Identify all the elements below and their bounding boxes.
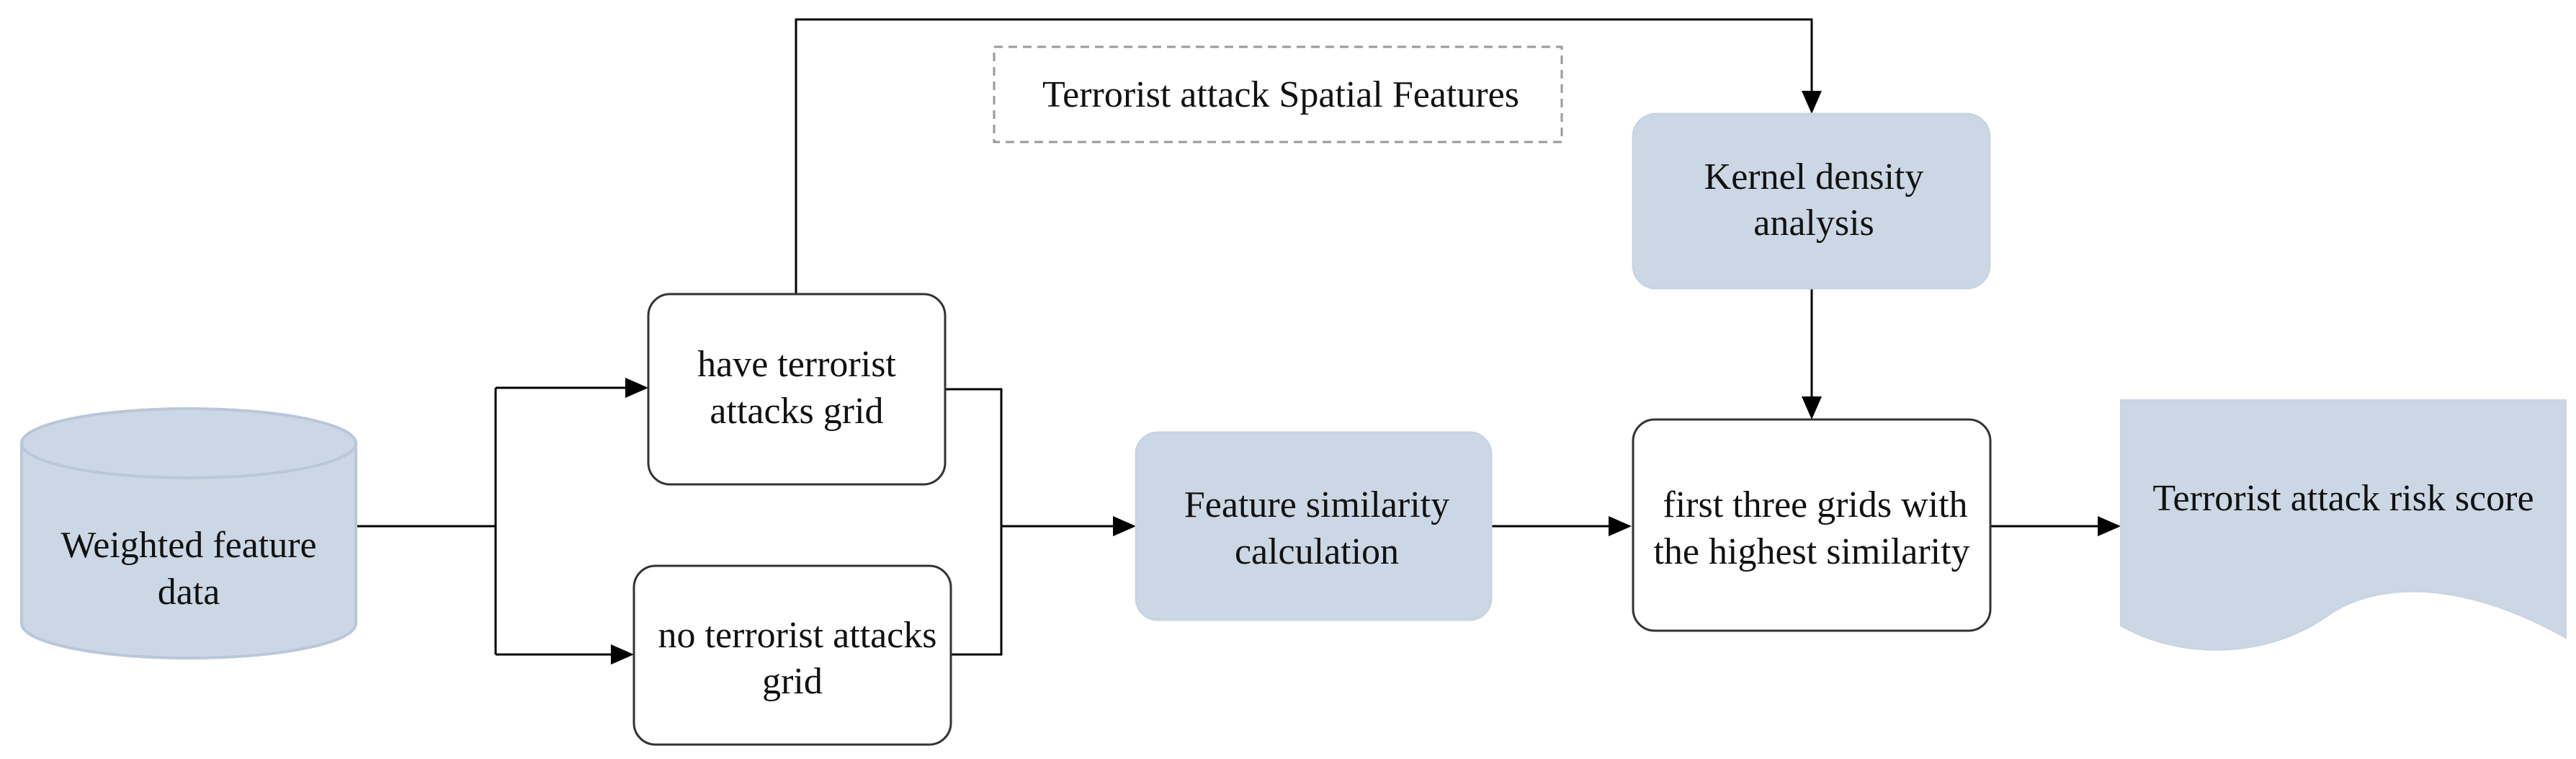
arrowhead-top-from-kernel (1802, 396, 1822, 420)
kernel-density-line2: analysis (1753, 203, 1874, 244)
connectors (357, 18, 2121, 665)
arrowhead-risk (2098, 516, 2121, 536)
feature-similarity-box (1135, 431, 1493, 621)
cylinder-top (20, 407, 357, 479)
arrowhead-kernel (1802, 91, 1822, 114)
top-three-grids-line1: first three grids with (1663, 484, 1967, 525)
kernel-density-node: Kernel density analysis (1632, 112, 1991, 290)
risk-score-document-shape (2120, 399, 2567, 651)
feature-similarity-node: Feature similarity calculation (1135, 431, 1493, 621)
weighted-feature-data-line2: data (158, 572, 220, 613)
feature-similarity-line2: calculation (1235, 531, 1399, 572)
no-attacks-box (632, 564, 952, 746)
risk-score-node: Terrorist attack risk score (2120, 399, 2567, 651)
connector-have-to-kernel (795, 18, 1813, 296)
no-attacks-grid-node: no terrorist attacks grid (632, 564, 952, 746)
have-attacks-grid-node: have terrorist attacks grid (647, 293, 947, 486)
have-attacks-line1: have terrorist (697, 344, 896, 385)
no-attacks-line1: no terrorist attacks (658, 615, 937, 656)
arrowhead-have-attacks (625, 378, 648, 398)
have-attacks-box (647, 293, 947, 486)
arrowhead-similarity (1113, 516, 1136, 536)
top-three-grids-box (1632, 418, 1992, 632)
kernel-density-line1: Kernel density (1704, 156, 1924, 197)
no-attacks-line2: grid (762, 661, 823, 702)
cylinder-body (20, 443, 357, 660)
kernel-density-box (1632, 112, 1991, 290)
have-attacks-line2: attacks grid (710, 391, 883, 432)
top-three-grids-line2: the highest similarity (1653, 531, 1969, 572)
spatial-features-label-node: Terrorist attack Spatial Features (993, 45, 1563, 143)
risk-score-label: Terrorist attack risk score (2152, 478, 2533, 519)
spatial-features-label: Terrorist attack Spatial Features (1042, 74, 1519, 115)
feature-similarity-line1: Feature similarity (1184, 484, 1449, 525)
weighted-feature-data-line1: Weighted feature (61, 525, 316, 566)
connector-have-merge (945, 388, 1003, 656)
weighted-feature-data-node: Weighted feature data (20, 407, 357, 660)
top-three-grids-node: first three grids with the highest simil… (1632, 418, 1992, 632)
arrowhead-no-attacks (611, 644, 634, 665)
arrowhead-top-from-similarity (1609, 516, 1632, 536)
